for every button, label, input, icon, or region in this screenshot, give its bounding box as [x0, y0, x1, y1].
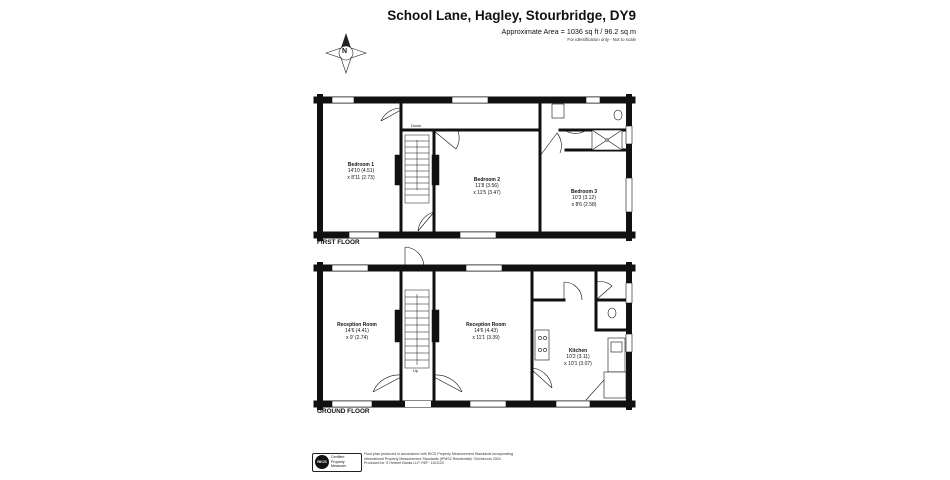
- room-dimension: 14'10 (4.51): [347, 168, 375, 175]
- page-title: School Lane, Hagley, Stourbridge, DY9: [387, 8, 636, 23]
- front-door-gap: [405, 401, 431, 407]
- room-dimension: 10'3 (3.12): [572, 195, 596, 202]
- room-dimension: x 8'11 (2.73): [347, 174, 375, 181]
- room-dimension: 10'2 (3.11): [566, 354, 590, 361]
- room-name: Bedroom 3: [570, 189, 598, 195]
- room-bedroom-1: Bedroom 1 14'10 (4.51) x 8'11 (2.73): [347, 162, 374, 181]
- room-kitchen: Kitchen 10'2 (3.11) x 10'1 (3.07): [564, 348, 592, 367]
- room-dimension: x 11'5 (3.47): [473, 189, 501, 196]
- room-dimension: x 11'1 (3.39): [472, 334, 500, 341]
- room-reception-2: Reception Room 14'6 (4.43) x 11'1 (3.39): [466, 322, 506, 341]
- room-reception-1: Reception Room 14'6 (4.41) x 9' (2.74): [337, 322, 377, 341]
- approximate-area: Approximate Area = 1036 sq ft / 96.2 sq …: [501, 27, 636, 36]
- compass-icon: [325, 33, 367, 74]
- room-bedroom-2: Bedroom 2 11'8 (3.56) x 11'5 (3.47): [473, 177, 500, 196]
- room-name: Reception Room: [466, 322, 506, 328]
- first-floor-label: FIRST FLOOR: [317, 239, 360, 246]
- stairs-down-label: Down: [411, 123, 422, 128]
- badge-text: Certified Property Measurer: [331, 455, 347, 469]
- room-dimension: x 9' (2.74): [345, 334, 369, 341]
- room-name: Kitchen: [568, 348, 588, 354]
- first-floor-stairs: [394, 134, 440, 204]
- first-floor-doors: [380, 107, 586, 232]
- room-name: Bedroom 1: [347, 162, 375, 168]
- room-dimension: 14'6 (4.43): [474, 328, 498, 335]
- room-name: Reception Room: [337, 322, 377, 328]
- room-dimension: x 8'6 (2.58): [571, 201, 597, 208]
- bathroom-fixtures: [551, 103, 623, 151]
- ground-floor-doors: [372, 246, 613, 401]
- ground-floor-windows: [331, 264, 633, 408]
- room-dimension: 11'8 (3.56): [475, 183, 499, 190]
- ground-floor-label: GROUND FLOOR: [317, 408, 370, 415]
- first-floor-windows: [331, 96, 633, 239]
- scale-note: For identification only - Not to scale: [567, 37, 636, 42]
- rics-certified-badge: RICS Certified Property Measurer: [312, 453, 362, 472]
- room-bedroom-3: Bedroom 3 10'3 (3.12) x 8'6 (2.58): [571, 189, 597, 208]
- room-dimension: 14'6 (4.41): [345, 328, 369, 335]
- compass-north-label: N: [342, 48, 348, 55]
- kitchen-fixtures: [534, 307, 627, 399]
- room-dimension: x 10'1 (3.07): [564, 360, 592, 367]
- ground-floor-stairs: [394, 289, 440, 369]
- rics-logo-icon: RICS: [315, 455, 329, 469]
- disclaimer-text: Floor plan produced in accordance with R…: [364, 452, 514, 466]
- stairs-up-label: Up: [413, 368, 419, 373]
- room-name: Bedroom 2: [473, 177, 501, 183]
